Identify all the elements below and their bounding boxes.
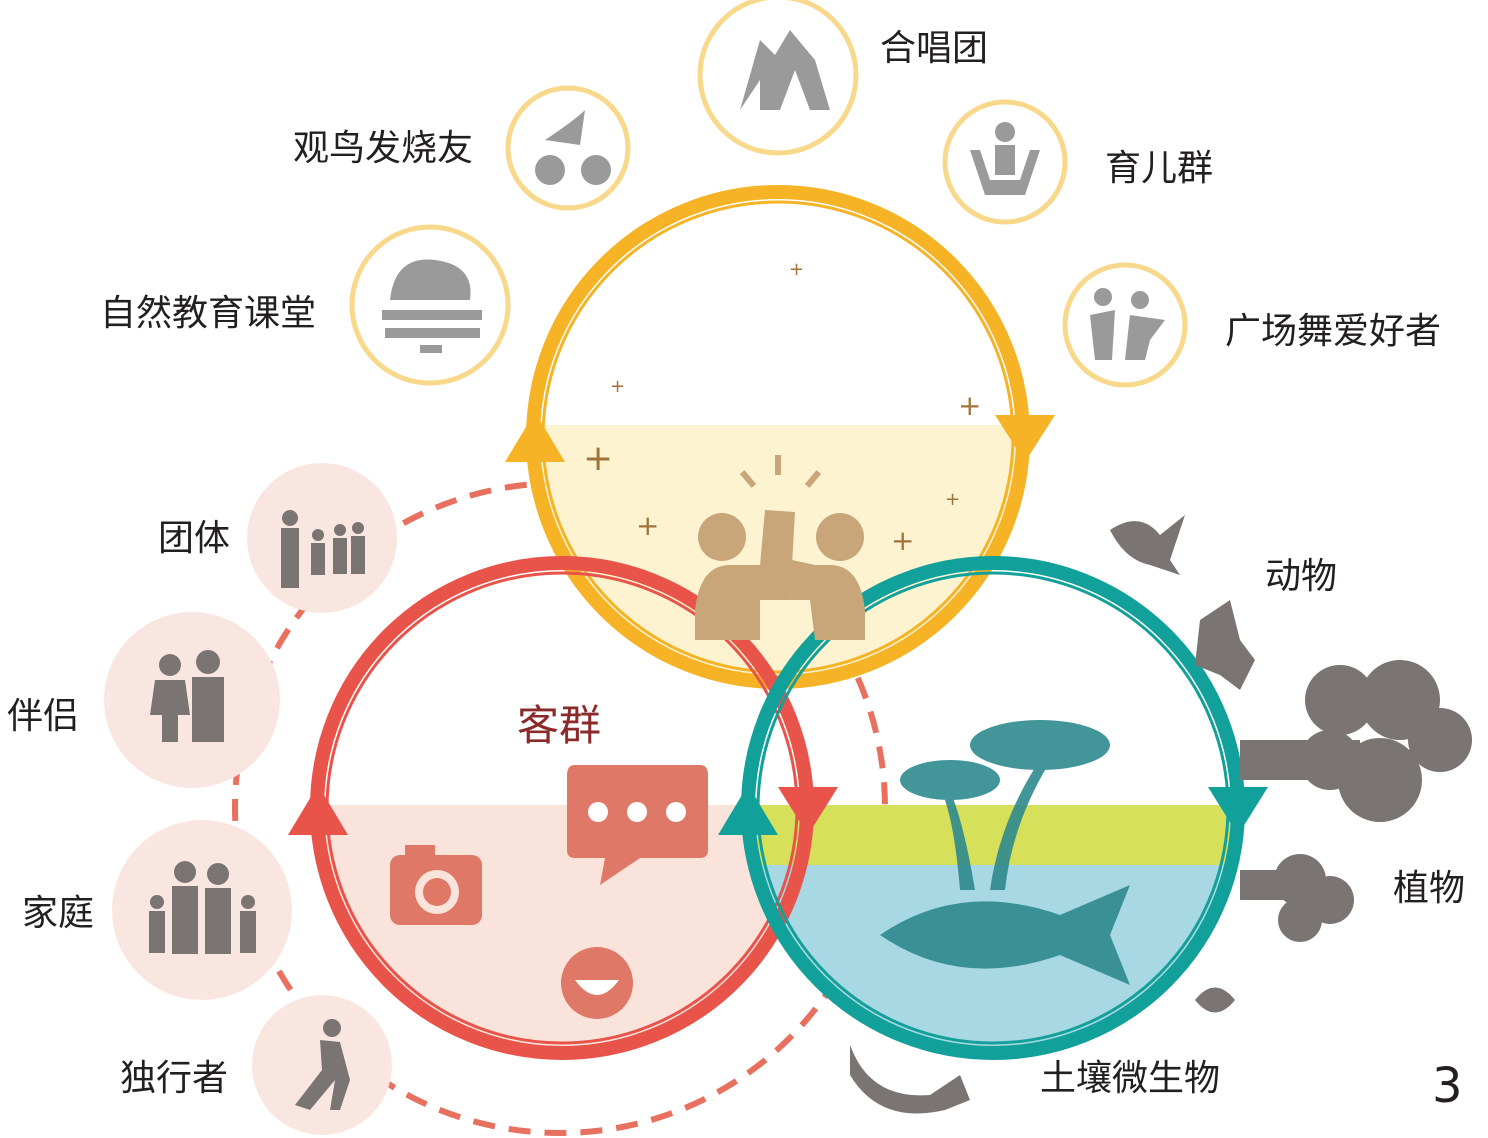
svg-text:独行者: 独行者 bbox=[120, 1058, 228, 1099]
child-hands-icon bbox=[970, 122, 1040, 195]
svg-text:育儿群: 育儿群 bbox=[1105, 148, 1213, 189]
camera-icon bbox=[390, 845, 482, 925]
plants-label: 植物 bbox=[1393, 868, 1465, 909]
bird-binoculars-icon bbox=[535, 110, 611, 185]
svg-text:观鸟发烧友: 观鸟发烧友 bbox=[293, 128, 473, 169]
svg-text:团体: 团体 bbox=[158, 518, 230, 559]
teal-ring bbox=[718, 556, 1268, 1060]
left-group-team[interactable]: 团体 bbox=[158, 463, 397, 613]
svg-text:+: + bbox=[945, 489, 960, 510]
dolphin-icon bbox=[850, 1045, 970, 1114]
svg-text:+: + bbox=[610, 376, 625, 397]
shrub-icon bbox=[1240, 854, 1354, 942]
red-ring bbox=[288, 556, 838, 1060]
svg-text:合唱团: 合唱团 bbox=[880, 28, 988, 69]
group-icon bbox=[281, 510, 365, 588]
raised-hands-icon bbox=[740, 30, 830, 110]
family-icon bbox=[149, 861, 256, 954]
tree-icon bbox=[1240, 660, 1472, 822]
svg-text:伴侣: 伴侣 bbox=[7, 696, 79, 737]
chat-bubble-icon bbox=[567, 765, 708, 885]
dancers-icon bbox=[1090, 288, 1165, 360]
top-group-nature-class[interactable]: 自然教育课堂 bbox=[100, 224, 511, 386]
left-group-solo[interactable]: 独行者 bbox=[120, 995, 392, 1135]
cat-icon bbox=[1195, 600, 1255, 690]
center-label: 客群 bbox=[517, 701, 601, 750]
nature-silhouettes bbox=[850, 515, 1472, 1114]
left-group-couple[interactable]: 伴侣 bbox=[7, 612, 280, 788]
svg-text:广场舞爱好者: 广场舞爱好者 bbox=[1225, 311, 1441, 352]
top-group-birdwatchers[interactable]: 观鸟发烧友 bbox=[293, 85, 631, 211]
dove-icon bbox=[1110, 515, 1185, 575]
palm-island-fish-icon bbox=[880, 720, 1130, 985]
sparkle-icons: + + + + + + + bbox=[583, 259, 981, 557]
animals-label: 动物 bbox=[1265, 556, 1337, 597]
left-group-family[interactable]: 家庭 bbox=[22, 820, 292, 1000]
soil-microbes-label: 土壤微生物 bbox=[1040, 1058, 1220, 1099]
top-group-choir[interactable]: 合唱团 bbox=[697, 0, 988, 156]
couple-icon bbox=[150, 650, 224, 742]
top-group-square-dancers[interactable]: 广场舞爱好者 bbox=[1062, 262, 1441, 388]
svg-text:+: + bbox=[636, 509, 659, 542]
svg-text:自然教育课堂: 自然教育课堂 bbox=[100, 293, 316, 334]
bug-icon bbox=[1195, 987, 1235, 1013]
page-number: 3 bbox=[1432, 1058, 1463, 1114]
book-globe-icon bbox=[382, 259, 482, 353]
svg-text:家庭: 家庭 bbox=[22, 893, 94, 934]
svg-text:+: + bbox=[891, 524, 914, 557]
walker-icon bbox=[295, 1019, 350, 1110]
high-five-icon bbox=[695, 455, 865, 640]
top-group-parenting[interactable]: 育儿群 bbox=[942, 99, 1213, 225]
svg-text:+: + bbox=[958, 389, 981, 422]
svg-text:+: + bbox=[583, 438, 613, 479]
svg-text:+: + bbox=[789, 259, 804, 280]
smiley-icon bbox=[561, 947, 633, 1019]
